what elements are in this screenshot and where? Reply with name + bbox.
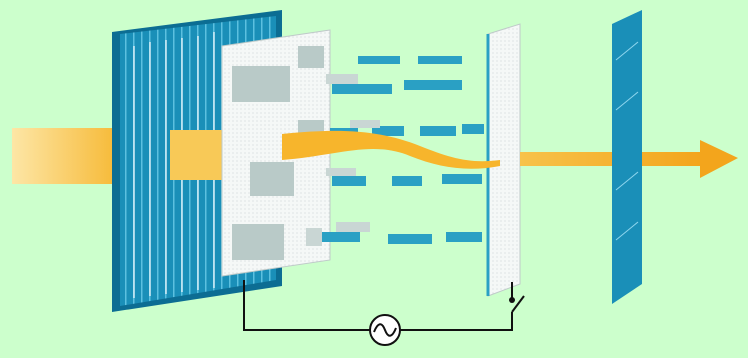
ac-source-icon (370, 315, 400, 345)
front-electrode (250, 162, 294, 196)
front-electrode (232, 66, 290, 102)
rear-polarizer (612, 10, 642, 304)
incoming-light-beam (12, 128, 124, 184)
rear-glass-plate (488, 24, 520, 296)
front-electrode (232, 224, 284, 260)
switch-icon (509, 296, 524, 312)
front-electrode (298, 46, 324, 68)
